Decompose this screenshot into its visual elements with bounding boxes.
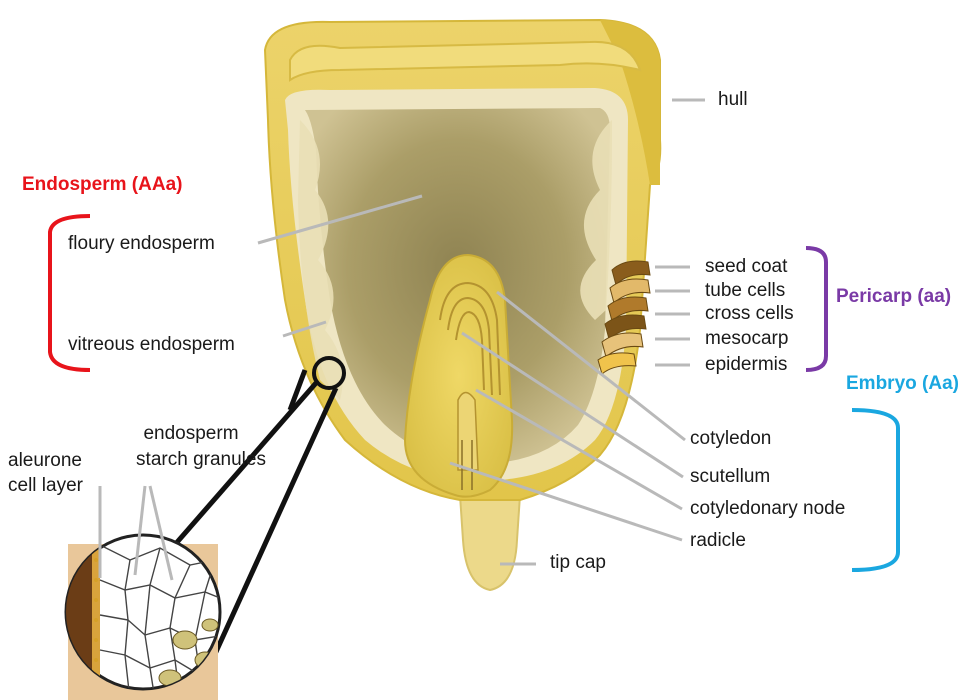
- radicle-shape: [458, 393, 478, 471]
- label-endosperm-starch-line1: endosperm: [136, 423, 246, 445]
- label-aleurone-line2: cell layer: [8, 475, 83, 497]
- tip-cap-shape: [460, 495, 520, 590]
- label-aleurone-line1: aleurone: [8, 450, 82, 472]
- endosperm-group-title: Endosperm (AAa): [22, 174, 182, 196]
- embryo-bracket: [852, 410, 898, 570]
- label-endosperm-starch-line2: starch granules: [126, 449, 276, 471]
- label-mesocarp: mesocarp: [705, 328, 788, 350]
- label-floury-endosperm: floury endosperm: [68, 233, 215, 255]
- label-vitreous-endosperm: vitreous endosperm: [68, 334, 235, 356]
- label-seed-coat: seed coat: [705, 256, 787, 278]
- embryo-group-title: Embryo (Aa): [846, 373, 959, 395]
- label-radicle: radicle: [690, 530, 746, 552]
- label-scutellum: scutellum: [690, 466, 770, 488]
- label-epidermis: epidermis: [705, 354, 787, 376]
- pericarp-group-title: Pericarp (aa): [836, 286, 951, 308]
- pericarp-bracket: [806, 248, 826, 370]
- label-hull: hull: [718, 89, 748, 111]
- label-cotyledon: cotyledon: [690, 428, 771, 450]
- label-tip-cap: tip cap: [550, 552, 606, 574]
- label-cross-cells: cross cells: [705, 303, 794, 325]
- label-cotyledonary-node: cotyledonary node: [690, 498, 845, 520]
- label-tube-cells: tube cells: [705, 280, 785, 302]
